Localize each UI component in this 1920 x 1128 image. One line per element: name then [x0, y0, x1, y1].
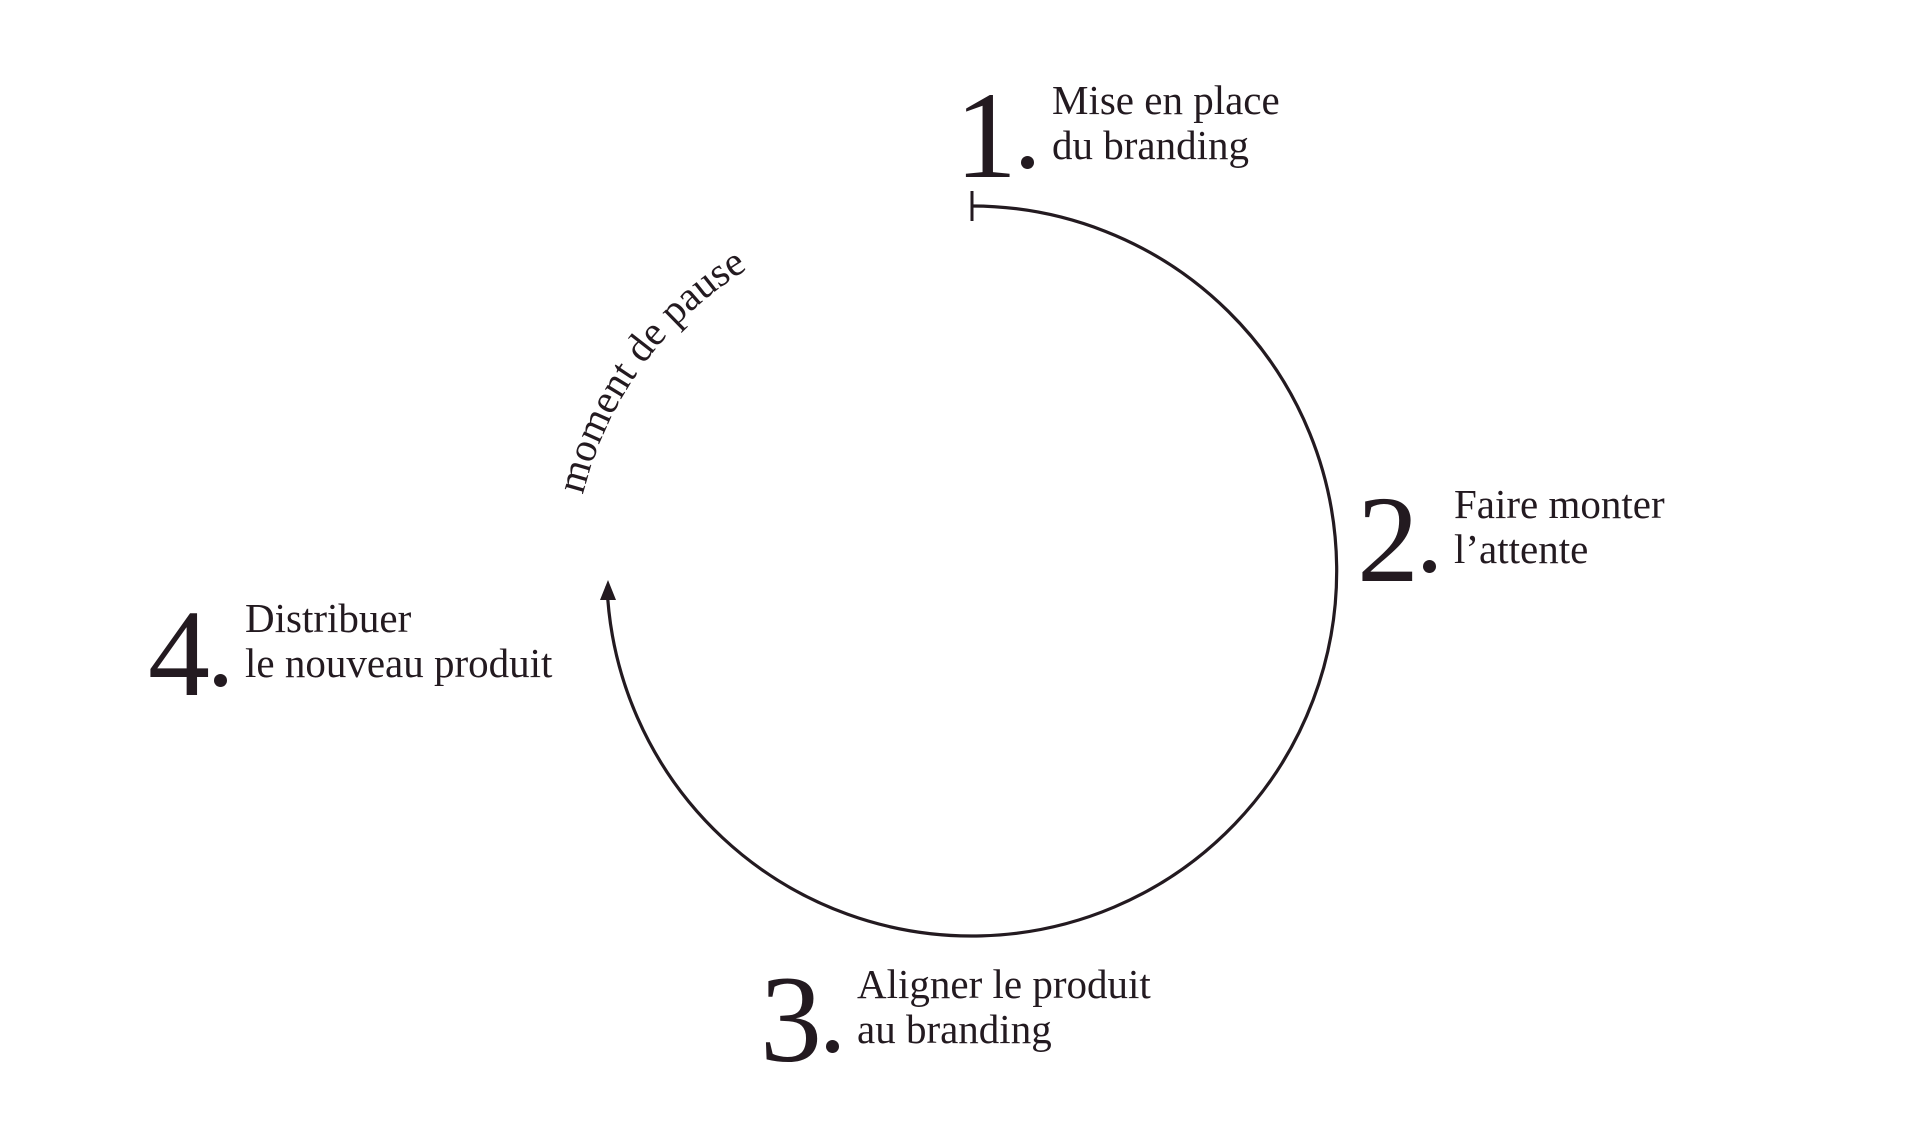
cycle-arrow-icon: [600, 580, 616, 600]
step-2-line-2: l’attente: [1454, 526, 1589, 572]
step-3-dot: [826, 1040, 839, 1053]
step-4-number: 4: [148, 585, 210, 722]
step-1-dot: [1021, 156, 1034, 169]
step-2-number: 2: [1357, 471, 1419, 608]
step-2: 2 Faire monter l’attente: [1357, 478, 1665, 602]
cycle-arc: [605, 204, 1339, 938]
pause-label: moment de pause: [547, 238, 753, 498]
step-3-line-1: Aligner le produit: [857, 961, 1151, 1007]
step-3-number: 3: [760, 951, 822, 1088]
step-2-dot: [1423, 560, 1436, 573]
step-3-line-2: au branding: [857, 1006, 1052, 1052]
step-4-line-1: Distribuer: [245, 595, 412, 641]
step-4-dot: [214, 674, 227, 687]
step-1-label: Mise en place du branding: [1052, 74, 1280, 168]
step-3: 3 Aligner le produit au branding: [760, 958, 1151, 1082]
pause-label-text: moment de pause: [547, 238, 753, 498]
step-1-line-2: du branding: [1052, 122, 1249, 168]
step-4: 4 Distribuer le nouveau produit: [148, 592, 552, 716]
step-4-label: Distribuer le nouveau produit: [245, 592, 552, 686]
step-1-line-1: Mise en place: [1052, 77, 1280, 123]
step-2-label: Faire monter l’attente: [1454, 478, 1665, 572]
step-3-label: Aligner le produit au branding: [857, 958, 1151, 1052]
step-1: 1 Mise en place du branding: [955, 74, 1280, 198]
step-4-line-2: le nouveau produit: [245, 640, 553, 686]
step-2-line-1: Faire monter: [1454, 481, 1665, 527]
step-1-number: 1: [955, 67, 1017, 204]
